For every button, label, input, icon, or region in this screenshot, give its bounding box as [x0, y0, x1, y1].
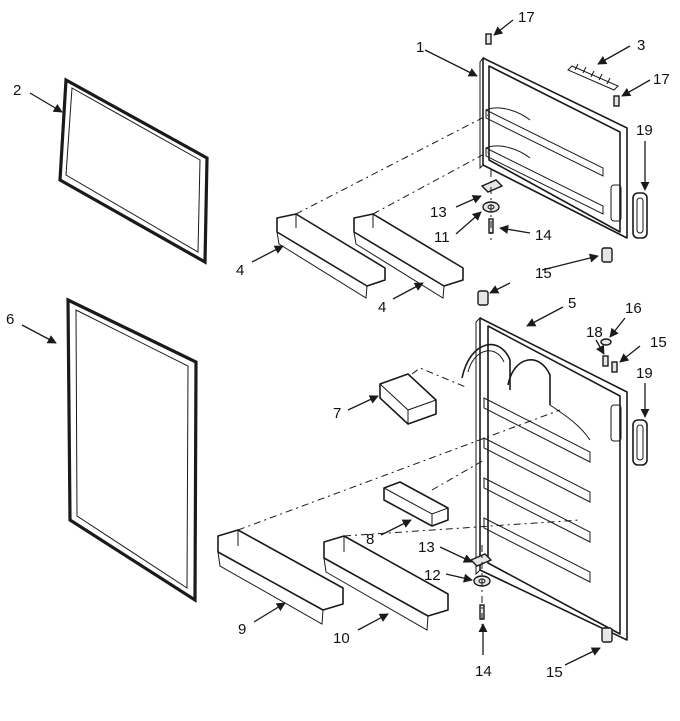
- freezer-door: [479, 56, 628, 239]
- freezer-door-shelf-left: [276, 213, 386, 299]
- callout-12: 12: [424, 567, 441, 584]
- callout-5: 5: [568, 295, 576, 312]
- callout-19-upper: 19: [636, 122, 653, 139]
- callout-9: 9: [238, 621, 246, 638]
- callout-15-small: 15: [650, 334, 667, 351]
- callout-16: 16: [625, 300, 642, 317]
- hinge-bushing-upper: [601, 247, 613, 263]
- callout-17-top: 17: [518, 9, 535, 26]
- callout-2: 2: [13, 82, 21, 99]
- hinge-bushing-middle: [477, 290, 489, 306]
- hinge-assembly-upper: [480, 179, 504, 234]
- door-cap-strip: [567, 63, 619, 91]
- callout-3: 3: [637, 37, 645, 54]
- callout-4-left: 4: [236, 262, 244, 279]
- callout-10: 10: [333, 630, 350, 647]
- fresh-food-door: [461, 316, 628, 641]
- callout-15-upper: 15: [535, 265, 552, 282]
- callout-6: 6: [6, 311, 14, 328]
- hinge-bushing-lower: [601, 627, 613, 643]
- screw-18: [602, 355, 609, 367]
- screw-17-top: [485, 33, 492, 45]
- callout-11: 11: [434, 229, 450, 246]
- callout-14-upper: 14: [535, 227, 552, 244]
- fresh-food-door-gasket: [66, 297, 198, 603]
- callout-15-lower: 15: [546, 664, 563, 681]
- handle-trim-lower: [632, 419, 648, 466]
- callout-19-lower: 19: [636, 365, 653, 382]
- callout-8: 8: [366, 531, 374, 548]
- callout-18: 18: [586, 324, 603, 341]
- screw-16: [600, 338, 612, 346]
- callout-1: 1: [416, 39, 424, 56]
- dairy-door: [379, 373, 437, 426]
- callout-14-lower: 14: [475, 663, 492, 680]
- small-door-bin: [383, 481, 449, 527]
- screw-17-right: [613, 95, 620, 107]
- callout-4-right: 4: [378, 299, 386, 316]
- callout-7: 7: [333, 405, 341, 422]
- freezer-door-gasket: [58, 77, 209, 265]
- screw-15-small: [611, 361, 618, 373]
- callout-13-upper: 13: [430, 204, 447, 221]
- callout-17-right: 17: [653, 71, 670, 88]
- handle-trim-upper: [632, 192, 648, 239]
- callout-13-lower: 13: [418, 539, 435, 556]
